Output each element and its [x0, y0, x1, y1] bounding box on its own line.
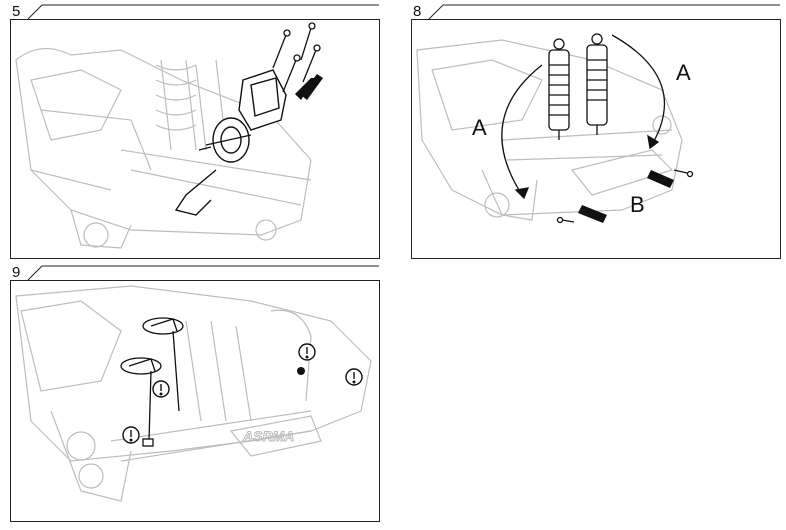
tab-outline [27, 4, 379, 20]
warning-icon [122, 343, 363, 444]
differential-assembly [174, 69, 287, 216]
rotation-arrows [501, 34, 665, 200]
step-8-tab: 8 [411, 4, 781, 20]
step-8-illustration: A A B [416, 33, 694, 224]
shock-absorber-pair [548, 33, 608, 140]
arrow-icon [578, 205, 607, 223]
step-5-tab: 5 [10, 4, 380, 20]
step-9-panel: ASRMA [10, 280, 380, 522]
chassis-logo: ASRMA [242, 428, 294, 444]
step-5-panel [10, 19, 380, 259]
step-9-illustration: ASRMA [15, 285, 372, 502]
step-label-a-left: A [472, 115, 487, 140]
chassis-ghost [15, 285, 372, 502]
step-number: 9 [12, 264, 21, 281]
tab-outline [428, 4, 780, 20]
step-label-a-right: A [676, 60, 691, 85]
turnbuckle-links [120, 317, 184, 447]
screw-icon [556, 169, 694, 224]
step-5-illustration [15, 22, 323, 249]
step-number: 8 [413, 3, 422, 20]
step-label-b: B [630, 192, 645, 217]
screw-icon [272, 22, 321, 93]
step-9-tab: 9 [10, 265, 380, 281]
screw-icon [297, 367, 305, 375]
arrow-icon [647, 170, 674, 188]
chassis-ghost [15, 48, 312, 249]
step-8-panel: A A B [411, 19, 781, 259]
arrow-icon [301, 74, 323, 100]
tab-outline [27, 265, 379, 281]
step-number: 5 [12, 3, 21, 20]
